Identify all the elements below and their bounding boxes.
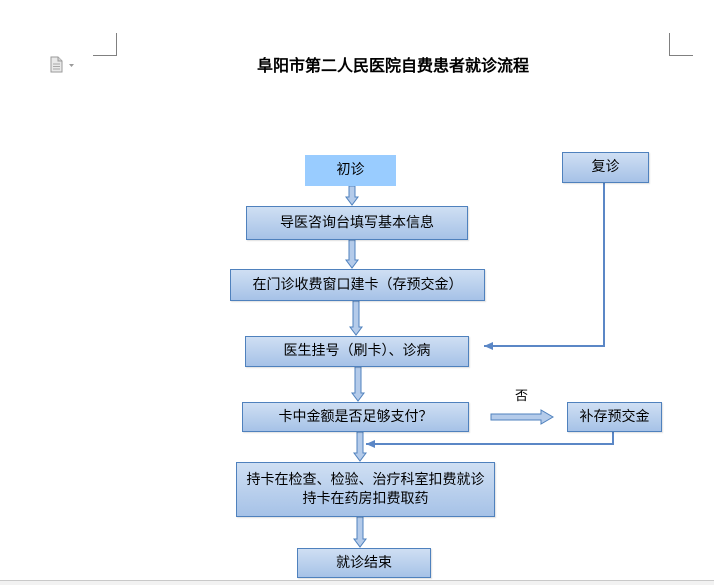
- arrow-guide-desk-to-create-card: [345, 239, 359, 269]
- arrow-create-card-to-registration: [349, 300, 363, 336]
- node-first-visit-label: 初诊: [336, 162, 365, 178]
- node-guide-desk: 导医咨询台填写基本信息: [246, 206, 468, 240]
- node-registration-label: 医生挂号（刷卡）、诊病: [283, 343, 431, 359]
- node-balance-check-label: 卡中金额是否足够支付？: [278, 408, 433, 425]
- chevron-down-icon[interactable]: [69, 64, 74, 67]
- node-create-card-label: 在门诊收费窗口建卡（存预交金）: [252, 276, 463, 293]
- node-return-visit-label: 复诊: [591, 159, 620, 175]
- node-finish-label: 就诊结束: [336, 554, 392, 571]
- node-deduct: 持卡在检查、检验、治疗科室扣费就诊 持卡在药房扣费取药: [236, 462, 495, 517]
- arrow-first-visit-to-guide-desk: [345, 185, 359, 206]
- connector-top-up-to-deduct: [366, 432, 614, 448]
- node-guide-desk-label: 导医咨询台填写基本信息: [280, 214, 434, 231]
- document-title: 阜阳市第二人民医院自费患者就诊流程: [256, 56, 529, 75]
- node-create-card: 在门诊收费窗口建卡（存预交金）: [230, 269, 485, 301]
- node-return-visit: 复诊: [562, 152, 649, 183]
- node-first-visit: 初诊: [305, 155, 396, 186]
- crop-mark-top-left-horizontal: [93, 55, 117, 56]
- edge-label-no: 否: [515, 389, 529, 404]
- node-balance-check: 卡中金额是否足够支付？: [242, 402, 469, 432]
- connector-return-visit-to-registration: [484, 183, 605, 350]
- node-finish: 就诊结束: [297, 548, 431, 578]
- arrow-balance-check-to-deduct: [353, 431, 367, 462]
- smart-tag[interactable]: [48, 56, 78, 74]
- node-top-up-label: 补存预交金: [579, 408, 650, 425]
- node-top-up: 补存预交金: [567, 402, 662, 432]
- document-icon[interactable]: [50, 56, 63, 73]
- node-registration: 医生挂号（刷卡）、诊病: [245, 336, 469, 367]
- arrow-registration-to-balance-check: [351, 366, 365, 402]
- window-bottom-edge: [0, 580, 714, 585]
- crop-mark-top-right-horizontal: [669, 55, 693, 56]
- arrow-balance-check-to-top-up: [490, 409, 554, 425]
- arrow-deduct-to-finish: [353, 516, 367, 548]
- node-deduct-label-line-1: 持卡在检查、检验、治疗科室扣费就诊: [246, 471, 485, 488]
- node-deduct-label-line-2: 持卡在药房扣费取药: [302, 490, 429, 507]
- crop-mark-top-right-vertical: [669, 33, 670, 56]
- crop-mark-top-left-vertical: [116, 33, 117, 56]
